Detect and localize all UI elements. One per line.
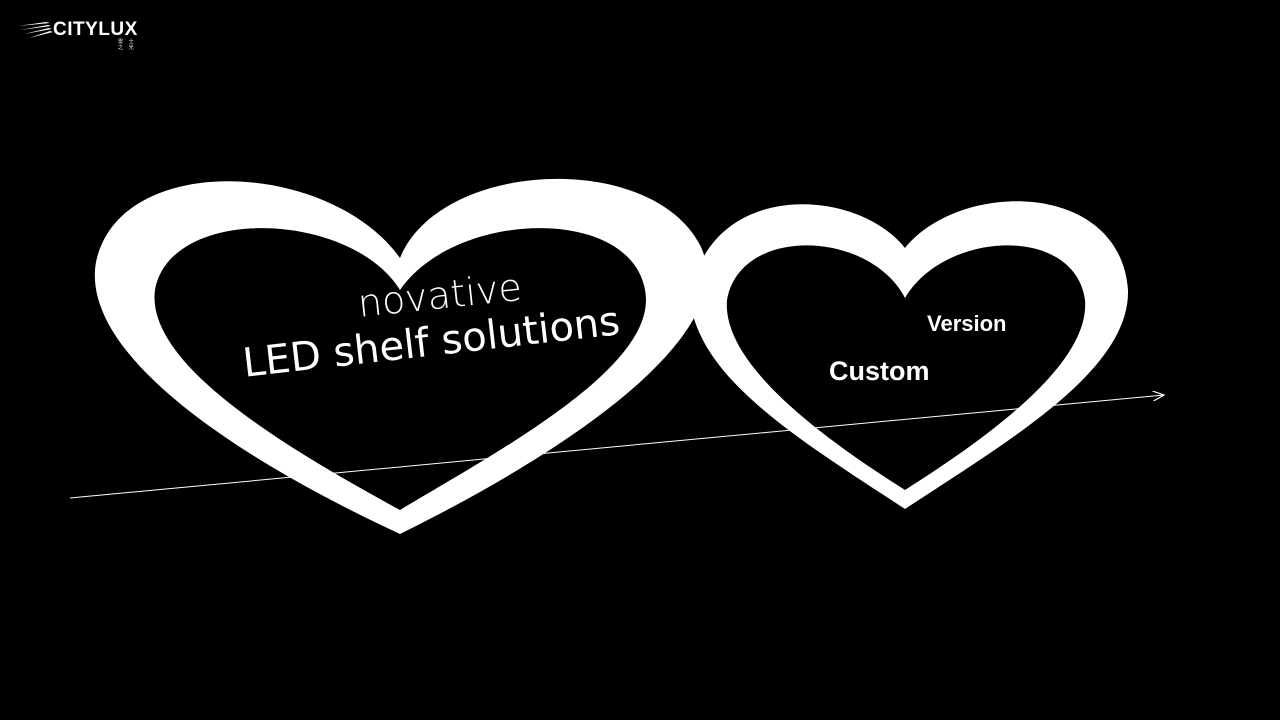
label-version: Version — [927, 311, 1007, 336]
brand-tagline: 雷 士 之 光 — [118, 39, 136, 51]
heart-outline-icon — [690, 201, 1129, 509]
brand-logo: CITYLUX 雷 士 之 光 — [16, 18, 146, 51]
heart-outline-icon — [94, 178, 707, 535]
brand-name: CITYLUX — [53, 19, 138, 40]
label-custom: Custom — [829, 356, 930, 386]
arrow-right-icon — [69, 395, 1164, 499]
wing-lines-icon — [18, 22, 53, 38]
